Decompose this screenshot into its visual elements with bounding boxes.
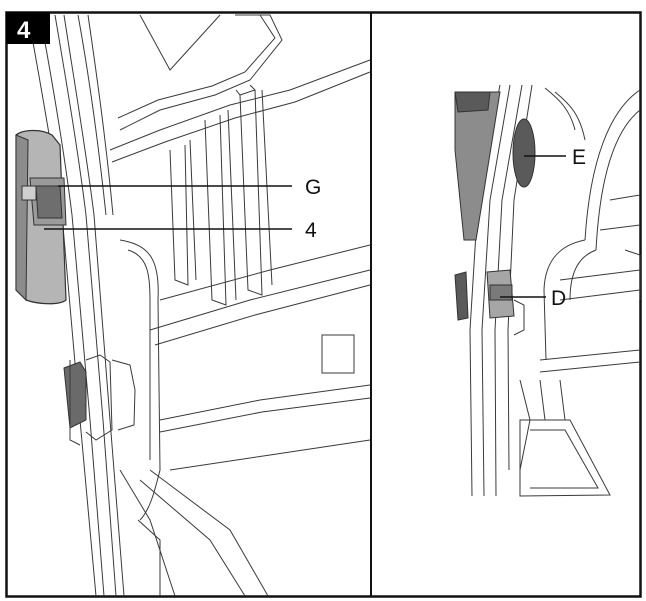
- slats: [169, 84, 273, 306]
- cross-members: [149, 244, 371, 471]
- lower-body: [119, 239, 269, 597]
- lower-bracket-part: [63, 354, 136, 446]
- callout-label-e: E: [572, 146, 586, 169]
- callout-label-g: G: [305, 176, 321, 199]
- right-structure: [519, 89, 641, 497]
- upper-wedge-part: [454, 91, 536, 241]
- step-number: 4: [17, 17, 31, 44]
- step-badge: [6, 12, 50, 44]
- right-panel: E D: [454, 84, 641, 497]
- handle-structure: [109, 14, 371, 163]
- figure-frame: [5, 11, 642, 598]
- tension-knob-part: [15, 129, 67, 305]
- part-d: [454, 269, 525, 336]
- left-panel: G 4: [15, 14, 371, 597]
- callout-label-4: 4: [305, 219, 317, 242]
- part-e-hole: [512, 118, 536, 188]
- callout-label-d: D: [551, 287, 566, 310]
